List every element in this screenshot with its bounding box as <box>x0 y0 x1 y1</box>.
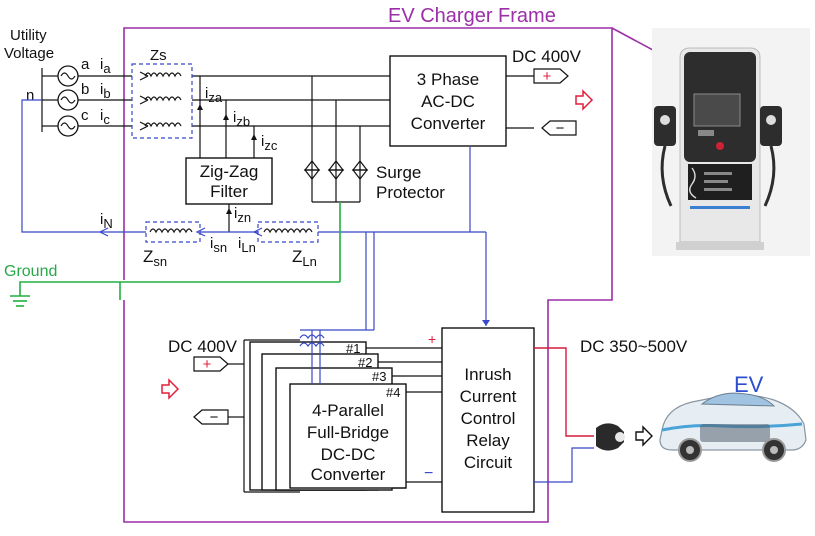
zln-inductor: ZLn <box>257 221 319 269</box>
acdc-label-1: 3 Phase <box>417 70 479 89</box>
izb-label: izb <box>233 109 250 129</box>
plus-terminal-icon <box>533 68 569 84</box>
zigzag-filter-box: Zig-Zag Filter <box>185 157 273 205</box>
phase-b-label: b <box>81 81 89 98</box>
inrush-label-4: Relay <box>466 431 510 450</box>
minus-sign-top: − <box>556 120 565 137</box>
unit-2-label: #2 <box>358 355 372 370</box>
surge-diode-2-icon <box>327 160 345 180</box>
dc-plus-sign: + <box>428 331 436 347</box>
unit-3-label: #3 <box>372 369 386 384</box>
plus-sign-top: + <box>543 68 552 85</box>
surge-label-1: Surge <box>376 163 421 182</box>
ia-label: ia <box>100 56 111 76</box>
charger-station-icon <box>652 28 810 256</box>
phase-lines: ia ib ic <box>78 56 390 131</box>
neutral-label: n <box>26 87 34 104</box>
dcdc-unit-4 <box>289 383 407 489</box>
zln-label: ZLn <box>292 247 317 269</box>
inrush-relay-box: Inrush Current Control Relay Circuit <box>441 327 535 513</box>
utility-label-1: Utility <box>10 27 47 44</box>
inrush-label-5: Circuit <box>464 453 512 472</box>
inrush-label-3: Control <box>461 409 516 428</box>
ground-symbol-icon <box>10 295 30 307</box>
izn-label: izn <box>234 205 251 225</box>
arrow-right-left-icon <box>161 378 180 400</box>
zigzag-taps: iza izb izc <box>197 76 278 158</box>
dcdc-label-4: Converter <box>311 465 386 484</box>
arrow-right-black-icon <box>635 425 653 447</box>
iza-label: iza <box>205 85 223 105</box>
zigzag-label-1: Zig-Zag <box>200 162 259 181</box>
inrush-label-1: Inrush <box>464 365 511 384</box>
frame-title: EV Charger Frame <box>388 5 556 27</box>
surge-label-2: Protector <box>376 183 445 202</box>
inductor-a-icon <box>144 72 182 78</box>
source-a-icon <box>57 65 79 87</box>
zs-label: Zs <box>150 47 167 64</box>
utility-label-2: Voltage <box>4 45 54 62</box>
in-label: iN <box>100 211 113 231</box>
izc-label: izc <box>261 133 278 153</box>
dc400-left-label: DC 400V <box>168 337 238 356</box>
iln-label: iLn <box>238 235 256 255</box>
charging-connector-icon <box>596 423 625 451</box>
minus-terminal-icon <box>541 120 577 136</box>
dc-output-lines: DC 350~500V <box>534 337 688 483</box>
plus-terminal-left-icon <box>193 356 229 372</box>
ground-line: Ground <box>4 202 341 307</box>
inrush-label-2: Current <box>460 387 517 406</box>
zs-inductor-group: Zs <box>131 47 193 139</box>
neutral-line: iN isn iLn Zsn ZLn <box>21 99 490 330</box>
inductor-b-icon <box>144 96 182 102</box>
phase-c-label: c <box>81 107 89 124</box>
zigzag-label-2: Filter <box>210 182 248 201</box>
zsn-label: Zsn <box>143 247 167 269</box>
dcdc-label-1: 4-Parallel <box>312 401 384 420</box>
dcdc-label-3: DC-DC <box>321 445 376 464</box>
dc400-top-label: DC 400V <box>512 47 582 66</box>
ib-label: ib <box>100 81 111 101</box>
source-c-icon <box>57 115 79 137</box>
surge-diode-3-icon <box>351 160 369 180</box>
utility-source: Utility Voltage a b c n <box>4 27 90 137</box>
inductor-sn-icon <box>149 228 193 234</box>
charger-frame: EV Charger Frame <box>123 5 691 523</box>
inductor-ln-icon <box>263 228 313 234</box>
arrow-right-red-icon <box>575 89 594 111</box>
ic-label: ic <box>100 107 110 127</box>
dc-minus-sign: − <box>424 465 433 482</box>
coupling-coils-icon <box>299 329 374 384</box>
minus-sign-left: − <box>210 409 219 426</box>
dc-range-label: DC 350~500V <box>580 337 688 356</box>
surge-diode-1-icon <box>303 160 321 180</box>
dcdc-stack: #1 #2 #3 #4 4-Parallel Full-Bridge DC-DC… <box>243 329 442 493</box>
dcdc-label-2: Full-Bridge <box>307 423 389 442</box>
source-b-icon <box>57 89 79 111</box>
acdc-label-2: AC-DC <box>421 92 475 111</box>
ev-car-icon <box>659 392 807 462</box>
acdc-converter-box: 3 Phase AC-DC Converter <box>389 55 507 147</box>
phase-a-label: a <box>81 56 90 73</box>
isn-label: isn <box>210 235 227 255</box>
dc400-top-output: DC 400V + − <box>506 47 594 137</box>
acdc-label-3: Converter <box>411 114 486 133</box>
unit-1-label: #1 <box>346 341 360 356</box>
surge-protector: Surge Protector <box>303 76 445 203</box>
zsn-inductor: Zsn <box>143 221 201 269</box>
plus-sign-left: + <box>203 356 212 373</box>
unit-4-label: #4 <box>386 385 400 400</box>
ground-label: Ground <box>4 263 57 280</box>
inductor-c-icon <box>144 122 182 128</box>
dc400-left-input: DC 400V + − <box>161 337 244 426</box>
